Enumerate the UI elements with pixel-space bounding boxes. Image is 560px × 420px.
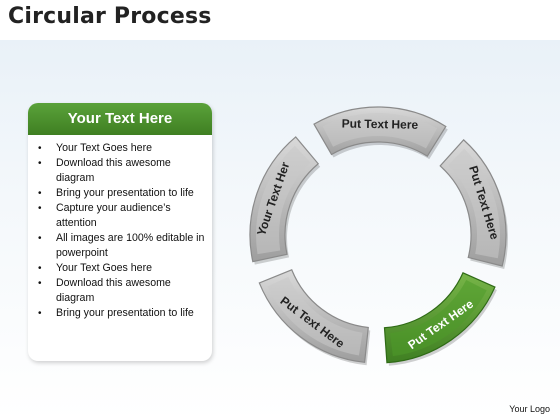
segment-bevel: [267, 276, 363, 356]
list-item: Download this awesome diagram: [38, 156, 206, 186]
process-segment-4: Put Text Here: [258, 269, 371, 366]
page-title: Circular Process: [8, 4, 212, 29]
logo-text: Your Logo: [509, 404, 550, 414]
segment-bevel: [390, 279, 487, 357]
text-panel: Your Text Here Your Text Goes here Downl…: [28, 103, 212, 361]
panel-header: Your Text Here: [28, 103, 212, 135]
list-item: Capture your audience’s attention: [38, 201, 206, 231]
segment-bevel: [448, 148, 500, 259]
process-segment-3: Put Text Here: [383, 272, 497, 366]
list-item: All images are 100% editable in powerpoi…: [38, 231, 206, 261]
segment-bevel: [322, 113, 438, 149]
list-item: Your Text Goes here: [38, 141, 206, 156]
list-item: Bring your presentation to life: [38, 186, 206, 201]
process-segment-2: Put Text Here: [439, 139, 508, 269]
list-item: Download this awesome diagram: [38, 276, 206, 306]
list-item: Your Text Goes here: [38, 261, 206, 276]
segment-bevel: [256, 145, 311, 255]
bullet-list: Your Text Goes here Download this awesom…: [28, 141, 212, 321]
process-segment-1: Put Text Here: [313, 106, 448, 160]
segment-label: Put Text Here: [342, 117, 419, 132]
process-segment-5: Your Text Her: [249, 136, 321, 265]
list-item: Bring your presentation to life: [38, 306, 206, 321]
